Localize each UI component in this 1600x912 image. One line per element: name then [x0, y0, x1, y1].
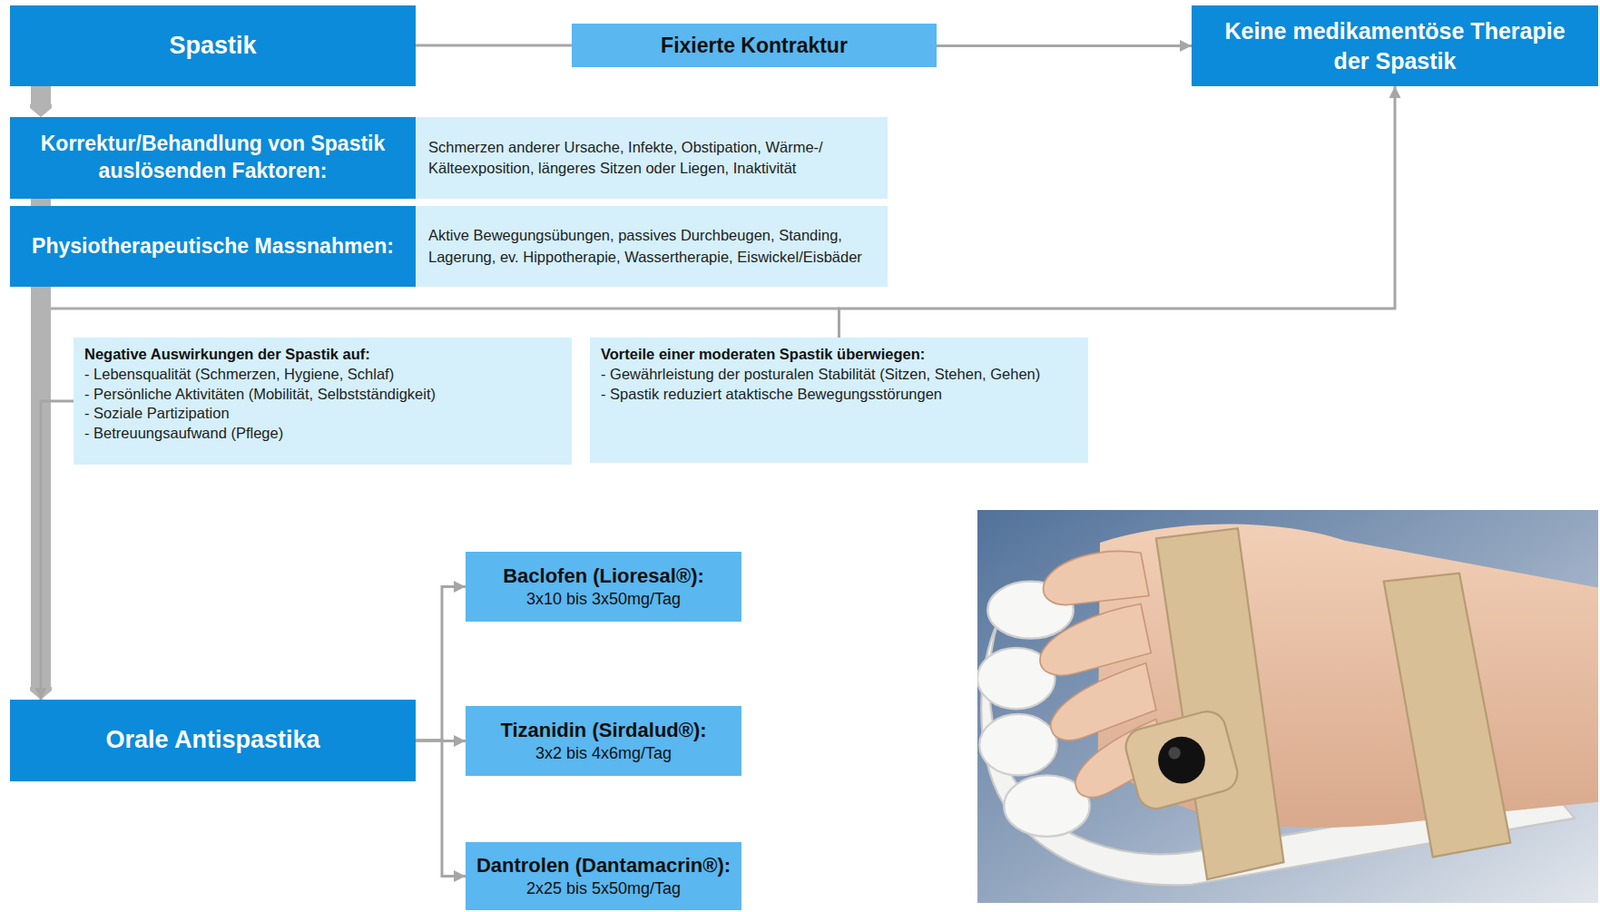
outcome-box: Keine medikamentöse Therapie der Spastik [1191, 5, 1599, 87]
drug-box: Baclofen (Lioresal®):3x10 bis 3x50mg/Tag [465, 551, 742, 622]
drug-box: Dantrolen (Dantamacrin®):2x25 bis 5x50mg… [465, 842, 742, 911]
drug-name: Tizanidin (Sirdalud®): [500, 717, 707, 744]
connector-line [415, 44, 572, 48]
dose-text: 3x10 bis 3x50mg/Tag [526, 588, 681, 610]
box-title: Fixierte Kontraktur [660, 33, 848, 59]
connector-line [40, 401, 74, 700]
list-item: - Betreuungsaufwand (Pflege) [84, 423, 561, 444]
detail-text: Aktive Bewegungsübungen, passives Durchb… [428, 225, 875, 267]
dose-text: 2x25 bis 5x50mg/Tag [526, 878, 681, 900]
hand-splint-photo [977, 510, 1599, 904]
list-item: - Lebensqualität (Schmerzen, Hygiene, Sc… [84, 364, 561, 385]
connector-line [415, 740, 466, 877]
drug-box: Tizanidin (Sirdalud®):3x2 bis 4x6mg/Tag [465, 706, 742, 776]
finger [1040, 603, 1151, 676]
flow-bar [30, 86, 51, 105]
list-heading: Vorteile einer moderaten Spastik überwie… [600, 344, 1078, 365]
list-item: - Soziale Partizipation [84, 403, 561, 424]
condition-box: Fixierte Kontraktur [571, 23, 937, 68]
photo-background [977, 510, 1599, 904]
process-box: Physiotherapeutische Massnahmen: [9, 206, 416, 287]
connector-line [415, 587, 466, 742]
process-box: Spastik [9, 5, 416, 87]
list-item: - Gewährleistung der posturalen Stabilit… [600, 364, 1078, 385]
button-strap [1121, 707, 1242, 814]
box-title: Spastik [168, 29, 256, 62]
process-box: Korrektur/Behandlung von Spastik auslöse… [9, 117, 416, 199]
box-title: Physiotherapeutische Massnahmen: [31, 233, 394, 261]
note-box: Vorteile einer moderaten Spastik überwie… [589, 337, 1089, 463]
button-highlight [1168, 746, 1181, 759]
branch-line [40, 307, 840, 311]
box-title: Orale Antispastika [105, 724, 320, 756]
dose-text: 3x2 bis 4x6mg/Tag [535, 743, 672, 765]
process-box: Orale Antispastika [9, 699, 416, 782]
connector-line [936, 44, 1192, 48]
list-heading: Negative Auswirkungen der Spastik auf: [84, 344, 561, 365]
box-title: Keine medikamentöse Therapie der Spastik [1204, 16, 1586, 76]
detail-box: Schmerzen anderer Ursache, Infekte, Obst… [415, 117, 888, 199]
list-item: - Spastik reduziert ataktische Bewegungs… [600, 384, 1078, 405]
splint-finger-pad [979, 714, 1058, 776]
finger [1043, 551, 1149, 606]
detail-box: Aktive Bewegungsübungen, passives Durchb… [415, 206, 888, 287]
drug-name: Dantrolen (Dantamacrin®): [476, 853, 731, 879]
note-box: Negative Auswirkungen der Spastik auf:- … [73, 337, 572, 465]
box-title: Korrektur/Behandlung von Spastik auslöse… [22, 130, 403, 186]
detail-text: Schmerzen anderer Ursache, Infekte, Obst… [428, 137, 875, 179]
list-item: - Persönliche Aktivitäten (Mobilität, Se… [84, 384, 561, 405]
connector-line [839, 86, 1396, 338]
strap [1156, 528, 1285, 880]
flow-bar [30, 198, 51, 207]
strap-button [1158, 736, 1206, 785]
strap [1384, 573, 1512, 858]
drug-name: Baclofen (Lioresal®): [502, 563, 705, 589]
